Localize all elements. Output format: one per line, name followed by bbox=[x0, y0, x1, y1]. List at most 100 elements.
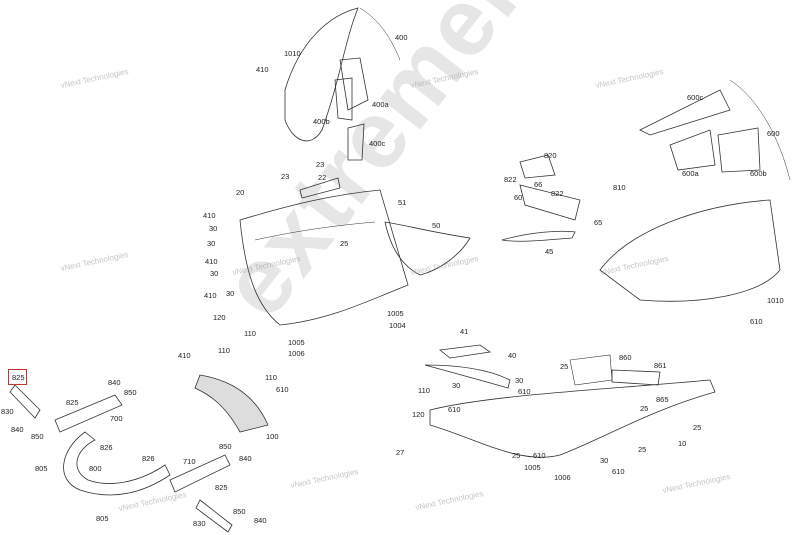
part-label[interactable]: 840 bbox=[254, 516, 267, 525]
part-400c bbox=[347, 123, 365, 161]
part-label[interactable]: 840 bbox=[108, 378, 121, 387]
part-label[interactable]: 51 bbox=[398, 198, 407, 207]
part-label[interactable]: 410 bbox=[205, 257, 218, 266]
part-label[interactable]: 410 bbox=[178, 351, 191, 360]
part-label[interactable]: 826 bbox=[142, 454, 155, 463]
part-label[interactable]: 830 bbox=[193, 519, 206, 528]
part-label[interactable]: 25 bbox=[640, 404, 649, 413]
part-label[interactable]: 800 bbox=[89, 464, 102, 473]
part-label[interactable]: 23 bbox=[316, 160, 325, 169]
part-label[interactable]: 40 bbox=[508, 351, 517, 360]
part-label[interactable]: 30 bbox=[600, 456, 609, 465]
part-label[interactable]: 1004 bbox=[389, 321, 406, 330]
part-label[interactable]: 50 bbox=[432, 221, 441, 230]
part-label[interactable]: 610 bbox=[448, 405, 461, 414]
part-label[interactable]: 120 bbox=[412, 410, 425, 419]
part-label[interactable]: 1006 bbox=[288, 349, 305, 358]
part-label[interactable]: 710 bbox=[183, 457, 196, 466]
part-label[interactable]: 25 bbox=[693, 423, 702, 432]
part-100 bbox=[194, 374, 269, 433]
part-label[interactable]: 25 bbox=[560, 362, 569, 371]
part-label[interactable]: 30 bbox=[209, 224, 218, 233]
part-label[interactable]: 25 bbox=[638, 445, 647, 454]
part-label[interactable]: 30 bbox=[226, 289, 235, 298]
part-45 bbox=[501, 230, 576, 242]
part-label[interactable]: 25 bbox=[340, 239, 349, 248]
part-label[interactable]: 610 bbox=[533, 451, 546, 460]
part-label[interactable]: 820 bbox=[544, 151, 557, 160]
belly-pan-hatch bbox=[569, 354, 613, 386]
part-label[interactable]: 400c bbox=[369, 139, 386, 148]
part-label[interactable]: 410 bbox=[204, 291, 217, 300]
part-710 bbox=[169, 454, 231, 493]
part-label[interactable]: 830 bbox=[1, 407, 14, 416]
part-label[interactable]: 110 bbox=[418, 386, 430, 395]
part-label[interactable]: 45 bbox=[545, 247, 554, 256]
part-label[interactable]: 840 bbox=[11, 425, 24, 434]
part-label[interactable]: 1005 bbox=[524, 463, 541, 472]
part-label[interactable]: 610 bbox=[612, 467, 625, 476]
part-label[interactable]: 100 bbox=[266, 432, 279, 441]
part-label[interactable]: 1006 bbox=[554, 473, 571, 482]
part-label[interactable]: 410 bbox=[256, 65, 269, 74]
part-label[interactable]: 65 bbox=[594, 218, 603, 227]
part-label[interactable]: 850 bbox=[219, 442, 232, 451]
part-label[interactable]: 825 bbox=[215, 483, 228, 492]
part-50 bbox=[384, 221, 471, 276]
part-label[interactable]: 1005 bbox=[288, 338, 305, 347]
part-600a bbox=[669, 129, 716, 171]
part-label[interactable]: 805 bbox=[35, 464, 48, 473]
part-label[interactable]: 600 bbox=[767, 129, 780, 138]
part-label[interactable]: 865 bbox=[656, 395, 669, 404]
part-label[interactable]: 400 bbox=[395, 33, 408, 42]
part-label[interactable]: 850 bbox=[124, 388, 137, 397]
highlighted-part-label[interactable]: 825 bbox=[12, 373, 25, 382]
part-label[interactable]: 110 bbox=[244, 329, 256, 338]
part-label[interactable]: 22 bbox=[318, 173, 327, 182]
part-label[interactable]: 861 bbox=[654, 361, 667, 370]
part-label[interactable]: 60 bbox=[514, 193, 523, 202]
part-label[interactable]: 840 bbox=[239, 454, 252, 463]
part-label[interactable]: 600a bbox=[682, 169, 699, 178]
part-label[interactable]: 400b bbox=[313, 117, 330, 126]
part-label[interactable]: 822 bbox=[551, 189, 564, 198]
part-label[interactable]: 66 bbox=[534, 180, 543, 189]
part-label[interactable]: 23 bbox=[281, 172, 290, 181]
part-label[interactable]: 30 bbox=[452, 381, 461, 390]
part-label[interactable]: 30 bbox=[210, 269, 219, 278]
part-700 bbox=[54, 394, 123, 433]
part-label[interactable]: 610 bbox=[518, 387, 531, 396]
part-label[interactable]: 27 bbox=[396, 448, 405, 457]
part-label[interactable]: 610 bbox=[276, 385, 289, 394]
part-label[interactable]: 10 bbox=[678, 439, 687, 448]
part-label[interactable]: 850 bbox=[31, 432, 44, 441]
part-label[interactable]: 410 bbox=[203, 211, 216, 220]
part-label[interactable]: 810 bbox=[613, 183, 626, 192]
part-label[interactable]: 826 bbox=[100, 443, 113, 452]
part-label[interactable]: 1010 bbox=[284, 49, 301, 58]
part-label[interactable]: 110 bbox=[218, 346, 230, 355]
part-label[interactable]: 30 bbox=[515, 376, 524, 385]
part-label[interactable]: 860 bbox=[619, 353, 632, 362]
part-label[interactable]: 805 bbox=[96, 514, 109, 523]
part-label[interactable]: 110 bbox=[265, 373, 277, 382]
part-label[interactable]: 30 bbox=[207, 239, 216, 248]
part-label[interactable]: 400a bbox=[372, 100, 389, 109]
part-label[interactable]: 822 bbox=[504, 175, 517, 184]
part-label[interactable]: 600b bbox=[750, 169, 767, 178]
part-label[interactable]: 600c bbox=[687, 93, 704, 102]
part-label[interactable]: 1005 bbox=[387, 309, 404, 318]
part-600c bbox=[639, 89, 731, 136]
part-label[interactable]: 850 bbox=[233, 507, 246, 516]
part-label[interactable]: 610 bbox=[750, 317, 763, 326]
part-label[interactable]: 25 bbox=[512, 451, 521, 460]
part-label[interactable]: 1010 bbox=[767, 296, 784, 305]
part-label[interactable]: 120 bbox=[213, 313, 226, 322]
part-label[interactable]: 700 bbox=[110, 414, 123, 423]
part-830-left bbox=[9, 384, 41, 419]
part-22 bbox=[299, 177, 341, 199]
part-label[interactable]: 20 bbox=[236, 188, 245, 197]
part-label[interactable]: 825 bbox=[66, 398, 79, 407]
part-label[interactable]: 41 bbox=[460, 327, 469, 336]
